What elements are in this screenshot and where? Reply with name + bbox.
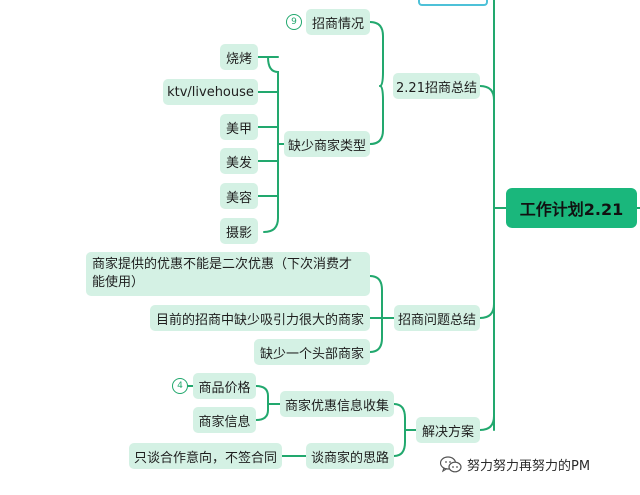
- root-node[interactable]: 工作计划2.21: [506, 188, 637, 228]
- node-approach[interactable]: 谈商家的思路: [306, 443, 394, 469]
- chat-bubbles-icon: [440, 455, 462, 472]
- node-solutions[interactable]: 解决方案: [416, 417, 480, 443]
- node-problem-item[interactable]: 目前的招商中缺少吸引力很大的商家: [150, 305, 370, 331]
- node-missing-types[interactable]: 缺少商家类型: [284, 131, 370, 157]
- node-summary[interactable]: 2.21招商总结: [393, 73, 480, 99]
- node-problems[interactable]: 招商问题总结: [394, 305, 480, 331]
- node-missing-item[interactable]: 美容: [220, 183, 258, 209]
- watermark-text: 努力努力再努力的PM: [467, 459, 591, 474]
- count-badge-icon[interactable]: 9: [286, 14, 302, 30]
- offscreen-node-edge: [418, 0, 488, 6]
- node-missing-item[interactable]: 美甲: [220, 114, 258, 140]
- node-problem-item[interactable]: 缺少一个头部商家: [254, 339, 370, 365]
- watermark: 努力努力再努力的PM: [440, 455, 590, 474]
- node-product-price[interactable]: 商品价格: [193, 373, 256, 399]
- node-missing-item[interactable]: 摄影: [220, 218, 258, 244]
- node-merchant-info[interactable]: 商家信息: [193, 407, 256, 433]
- node-collect-offers[interactable]: 商家优惠信息收集: [280, 391, 394, 417]
- node-problem-item[interactable]: 商家提供的优惠不能是二次优惠（下次消费才能使用）: [86, 252, 370, 296]
- node-approach-item[interactable]: 只谈合作意向，不签合同: [129, 443, 282, 469]
- node-missing-item[interactable]: ktv/livehouse: [163, 79, 258, 105]
- node-situation[interactable]: 招商情况: [306, 9, 370, 35]
- count-badge-icon[interactable]: 4: [172, 378, 188, 394]
- node-missing-item[interactable]: 烧烤: [220, 44, 258, 70]
- node-missing-item[interactable]: 美发: [220, 148, 258, 174]
